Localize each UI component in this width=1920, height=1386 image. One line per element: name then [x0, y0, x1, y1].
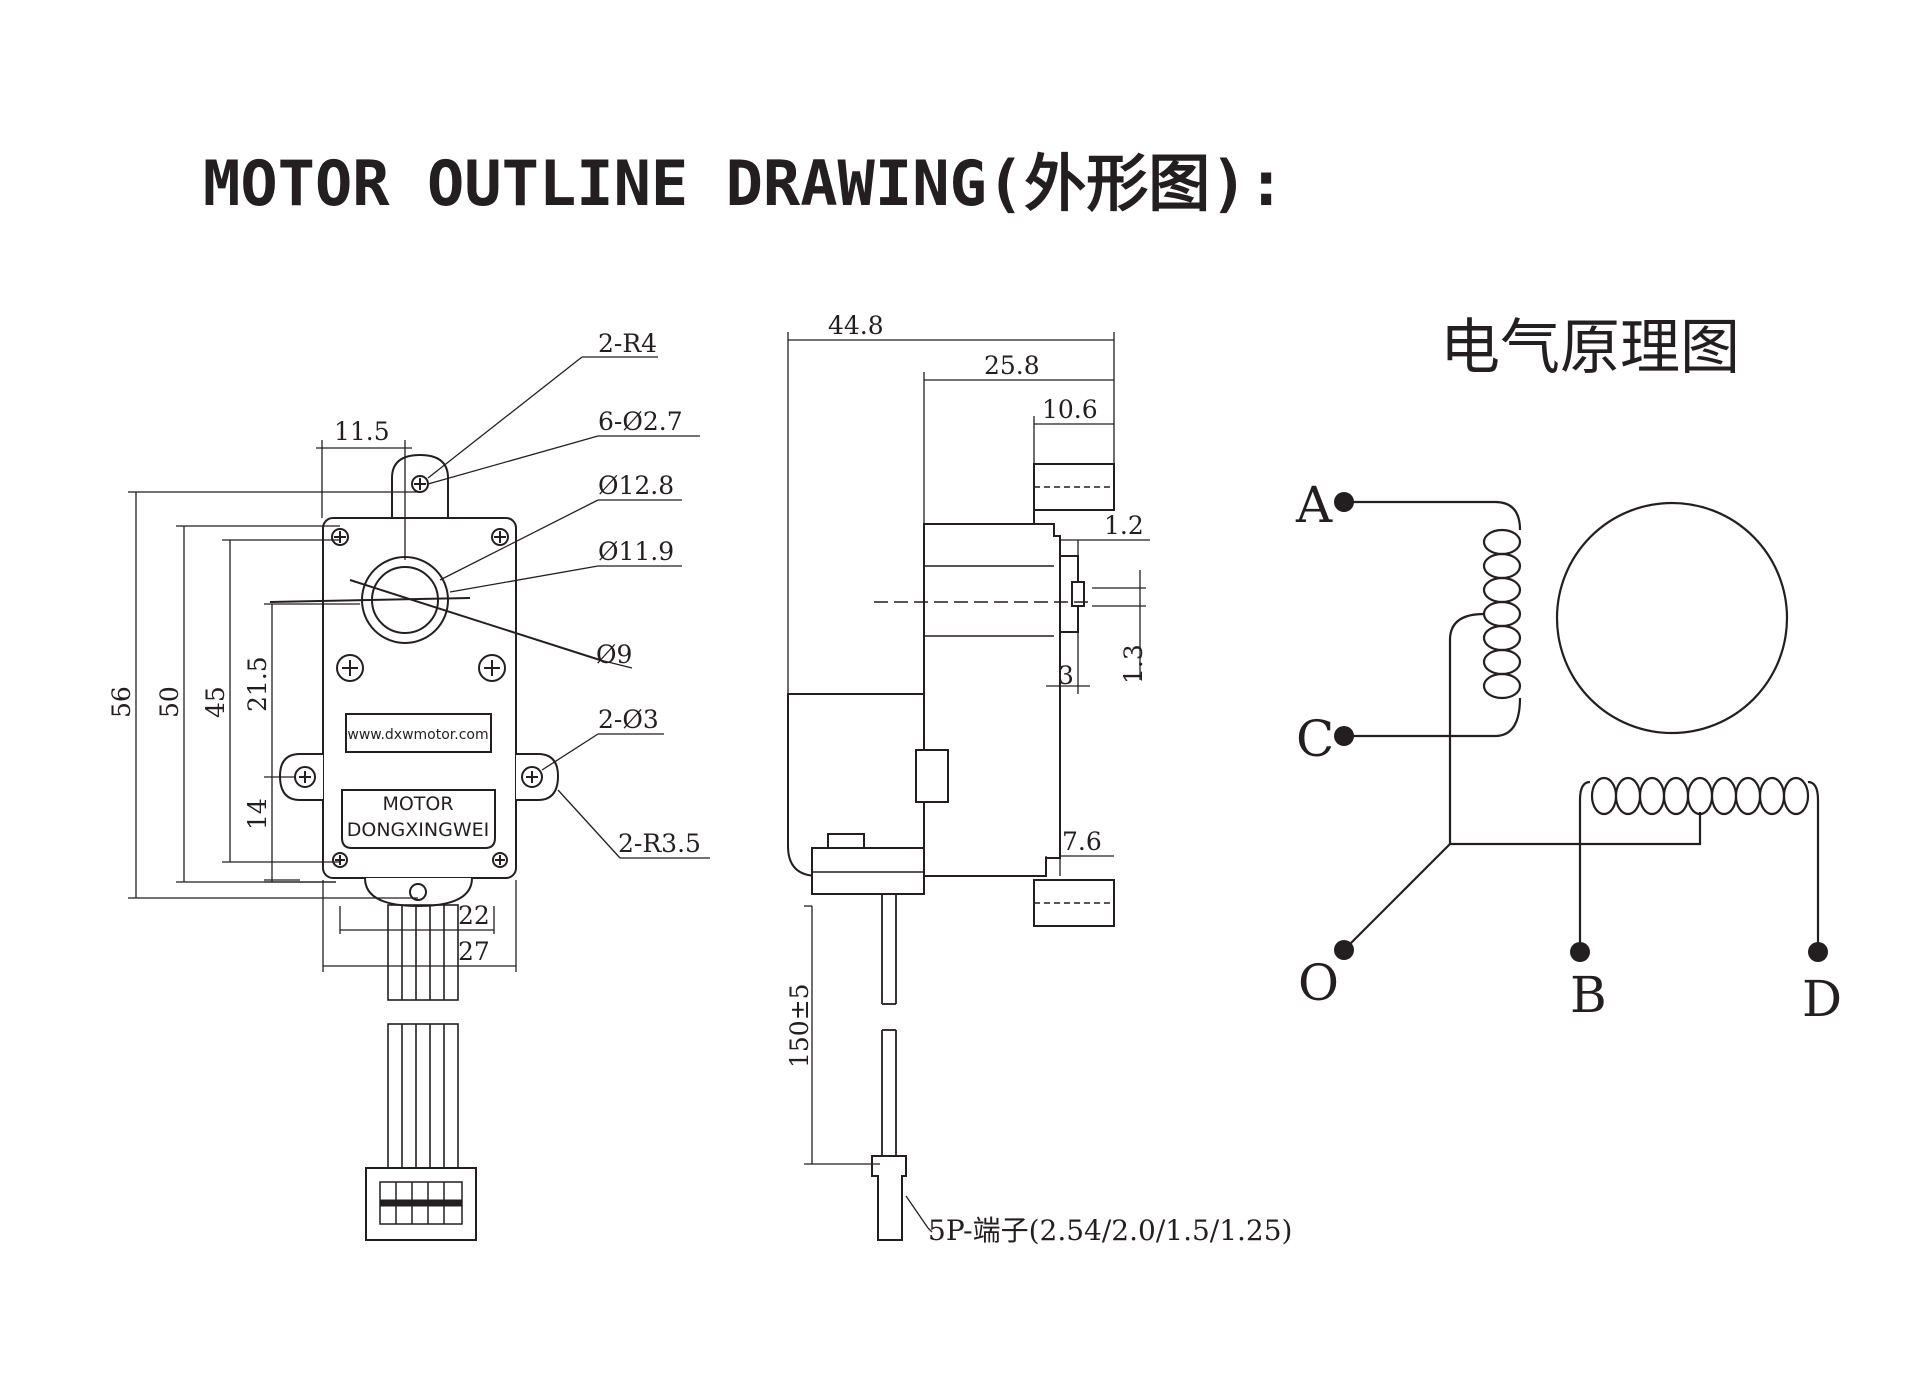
side-dim-labels: 44.8 25.8 10.6 1.2 1.3 3 7.6 150±5 5P-端子… — [785, 311, 1292, 1247]
dim-56: 56 — [107, 686, 136, 718]
schematic-terminals — [1334, 492, 1828, 962]
bottom-tab — [364, 877, 473, 908]
coil-vertical — [1482, 528, 1522, 700]
lead-b — [1578, 780, 1591, 952]
center-tap-h — [1450, 812, 1702, 846]
dim-1-3: 1.3 — [1119, 644, 1148, 684]
label-url: www.dxwmotor.com — [347, 727, 488, 743]
dim-45: 45 — [201, 686, 230, 718]
lead-o — [1343, 843, 1451, 951]
url-label-box — [345, 713, 492, 753]
center-tap-v — [1448, 612, 1485, 844]
dim-10-6: 10.6 — [1042, 395, 1098, 424]
dim-22: 22 — [458, 901, 490, 930]
front-dim-lines — [128, 356, 710, 972]
dim-27: 27 — [458, 937, 490, 966]
lead-d — [1807, 780, 1820, 952]
dim-6-d2-7: 6-Ø2.7 — [598, 407, 683, 436]
rotor-circle — [1555, 501, 1789, 735]
connector-side — [871, 1155, 907, 1241]
label-motor: MOTOR — [382, 793, 453, 815]
dim-7-6: 7.6 — [1062, 827, 1102, 856]
dim-2-d3: 2-Ø3 — [598, 705, 659, 734]
dim-150: 150±5 — [785, 983, 814, 1068]
page-title: MOTOR OUTLINE DRAWING(外形图): — [203, 147, 1285, 220]
dim-44-8: 44.8 — [828, 311, 884, 340]
lead-a — [1344, 500, 1522, 531]
schematic — [1343, 500, 1820, 952]
nameplate — [341, 789, 496, 849]
dim-3: 3 — [1058, 661, 1074, 690]
label-brand: DONGXINGWEI — [347, 819, 489, 841]
dim-21-5: 21.5 — [243, 656, 272, 712]
terminal-b: B — [1570, 966, 1607, 1024]
schematic-terminal-labels: A C O B D — [1295, 476, 1842, 1028]
dim-11-5: 11.5 — [334, 417, 390, 446]
side-dim-lines — [787, 332, 1150, 1233]
dim-1-2: 1.2 — [1104, 511, 1144, 540]
dim-d11-9: Ø11.9 — [598, 537, 674, 566]
terminal-d: D — [1802, 970, 1842, 1028]
terminal-c: C — [1296, 710, 1334, 768]
coil-horizontal — [1590, 776, 1810, 816]
connector-label: 5P-端子(2.54/2.0/1.5/1.25) — [928, 1214, 1292, 1247]
terminal-a: A — [1295, 476, 1333, 534]
wire-outlet — [811, 847, 925, 895]
dim-d9: Ø9 — [596, 640, 632, 669]
gear-housing — [923, 523, 1061, 877]
front-dim-labels: 2-R4 6-Ø2.7 Ø12.8 Ø11.9 Ø9 2-Ø3 2-R3.5 1… — [107, 329, 701, 966]
dim-2-r3-5: 2-R3.5 — [618, 829, 701, 858]
lead-c — [1344, 697, 1522, 738]
front-view — [269, 453, 601, 1241]
terminal-o: O — [1298, 954, 1339, 1012]
dim-50: 50 — [155, 686, 184, 718]
dim-d12-8: Ø12.8 — [598, 471, 674, 500]
dim-14: 14 — [243, 798, 272, 830]
dim-25-8: 25.8 — [984, 351, 1040, 380]
leader-d9 — [349, 579, 601, 661]
schematic-title: 电气原理图 — [1440, 313, 1740, 383]
side-view — [787, 463, 1115, 1241]
dim-2-r4: 2-R4 — [598, 329, 657, 358]
center-line — [269, 597, 471, 603]
